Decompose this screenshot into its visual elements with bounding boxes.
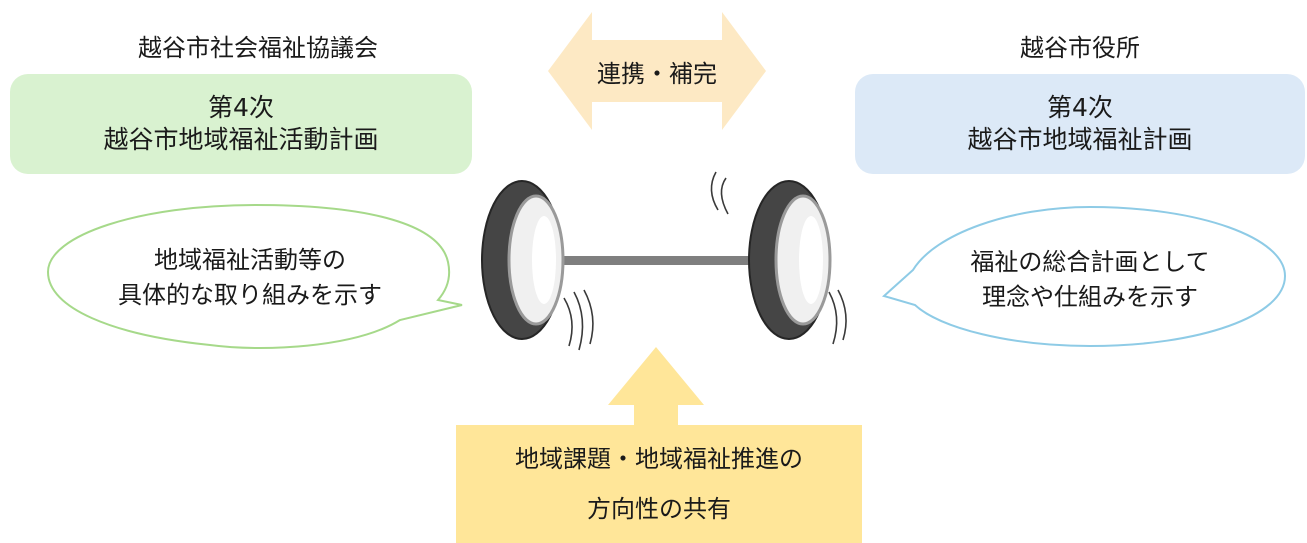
left-bubble-text: 地域福祉活動等の 具体的な取り組みを示す <box>60 238 440 318</box>
left-plan-title: 越谷市地域福祉活動計画 <box>103 125 379 154</box>
left-org-label: 越谷市社会福祉協議会 <box>138 34 378 62</box>
cooperation-label: 連携・補完 <box>597 60 717 88</box>
right-bubble-line1: 福祉の総合計画として <box>970 248 1210 277</box>
right-wheel-icon <box>748 180 832 340</box>
up-arrow <box>608 347 704 426</box>
motion-lines-icon <box>563 171 847 351</box>
left-plan-edition: 第4次 <box>208 92 274 122</box>
right-plan-edition: 第4次 <box>1047 92 1113 122</box>
bottom-line1: 地域課題・地域福祉推進の <box>515 445 803 473</box>
bottom-block-shape <box>456 425 862 543</box>
right-bubble-line2: 理念や仕組みを示す <box>982 283 1198 311</box>
double-arrow <box>548 12 766 130</box>
left-speech-bubble <box>46 203 463 350</box>
right-plan-box: 第4次 越谷市地域福祉計画 <box>855 74 1305 174</box>
right-org-label: 越谷市役所 <box>1020 34 1140 62</box>
left-bubble-line2: 具体的な取り組みを示す <box>118 281 382 309</box>
left-bubble-line1: 地域福祉活動等の <box>154 246 346 275</box>
bottom-block: 地域課題・地域福祉推進の 方向性の共有 <box>456 425 862 543</box>
left-wheel-icon <box>481 180 565 340</box>
left-plan-box: 第4次 越谷市地域福祉活動計画 <box>10 74 472 174</box>
right-speech-bubble <box>881 205 1287 348</box>
right-plan-title: 越谷市地域福祉計画 <box>967 125 1193 154</box>
right-bubble-text: 福祉の総合計画として 理念や仕組みを示す <box>920 240 1260 320</box>
bottom-line2: 方向性の共有 <box>587 495 731 523</box>
axle <box>540 256 750 265</box>
